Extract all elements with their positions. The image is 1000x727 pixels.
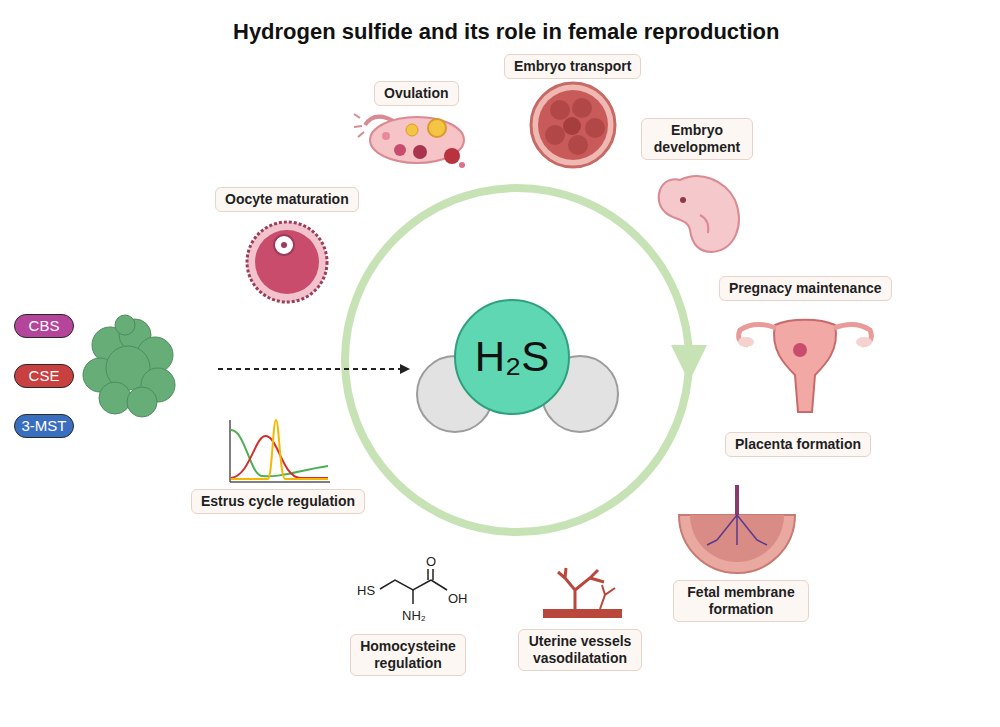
node-text: Placenta formation [735, 436, 861, 453]
blastocyst-icon [531, 83, 615, 167]
homocysteine-bonds-part [431, 580, 447, 590]
blastocyst-icon-part [538, 90, 608, 160]
protein-blob-part [127, 387, 157, 417]
node-text: Oocyte maturation [225, 191, 349, 208]
node-text: Embryo transport [514, 58, 631, 75]
diagram-title: Hydrogen sulfide and its role in female … [233, 19, 779, 45]
ovary-icon-part [394, 144, 406, 156]
ovary-icon-part [406, 124, 418, 136]
hormone-chart-part [230, 481, 330, 483]
vessel-icon-part [558, 568, 604, 609]
uterus-icon-part [793, 343, 807, 357]
homocysteine-bonds-part [427, 569, 429, 580]
node-text: Embryo development [651, 122, 743, 156]
atom-label: O [426, 554, 436, 569]
homocysteine-bonds-part [412, 590, 414, 604]
oocyte-icon-part [274, 235, 294, 255]
protein-blob-part [115, 315, 135, 335]
process-label-box: Embryo development [641, 118, 753, 160]
process-label-box: Uterine vessels vasodilatation [518, 629, 642, 671]
uterus-icon-part [774, 320, 836, 412]
embryo-icon-part [680, 197, 686, 203]
vessel-icon [543, 568, 622, 618]
node-text: Uterine vessels vasodilatation [528, 633, 632, 667]
protein-blob [83, 315, 175, 417]
protein-blob-part [99, 382, 131, 414]
uterus-icon-part [738, 337, 754, 347]
enzyme-pill: CBS [14, 314, 74, 338]
blastocyst-icon-part [531, 83, 615, 167]
process-label-box: Ovulation [374, 81, 459, 106]
hormone-chart [230, 420, 330, 482]
homocysteine-bonds-part [432, 569, 434, 580]
cycle-ring-part [345, 188, 689, 532]
dashed-arrow-part [400, 364, 410, 374]
placenta-icon-part [707, 515, 767, 545]
blastocyst-icon-part [550, 100, 570, 120]
node-text: Pregnacy maintenance [729, 280, 882, 297]
node-text: Homocysteine regulation [360, 638, 456, 672]
enzyme-pill: CSE [14, 364, 74, 388]
embryo-icon [659, 176, 739, 252]
blastocyst-icon-part [545, 125, 565, 145]
oocyte-icon-part [281, 242, 287, 248]
uterus-icon [738, 320, 872, 412]
blastocyst-icon-part [572, 98, 592, 118]
ovary-icon [354, 114, 465, 168]
homocysteine-bonds-part [380, 580, 431, 590]
process-label-box: Estrus cycle regulation [191, 489, 365, 514]
atom-label: NH₂ [402, 608, 426, 623]
node-text: Ovulation [384, 85, 449, 102]
process-label-box: Placenta formation [725, 432, 871, 457]
atom-label: HS [357, 583, 375, 598]
atom-label: OH [448, 591, 468, 606]
ovary-icon-part [382, 132, 390, 140]
oocyte-icon-part [247, 222, 327, 302]
process-label-box: Pregnacy maintenance [719, 276, 892, 301]
ovary-icon-part [413, 145, 427, 159]
vessel-icon-part [600, 585, 615, 609]
ovary-icon-part [428, 119, 446, 137]
dashed-arrow [218, 364, 410, 374]
ovary-icon-part [370, 117, 464, 163]
node-text: H₂S [475, 333, 550, 381]
process-label-box: Homocysteine regulation [350, 634, 466, 676]
placenta-icon-part [690, 515, 784, 562]
vessel-icon-part [543, 609, 622, 618]
process-label-box: Embryo transport [504, 54, 641, 79]
blastocyst-icon-part [568, 135, 588, 155]
node-text: 3-MST [21, 415, 67, 437]
cycle-ring-part [671, 345, 707, 382]
hormone-chart-part [229, 420, 231, 482]
node-text: Fetal membrane formation [683, 584, 799, 618]
embryo-icon-part [700, 215, 708, 233]
hormone-chart-part [231, 420, 328, 479]
node-text: Estrus cycle regulation [201, 493, 355, 510]
ovary-icon-part [444, 148, 460, 164]
placenta-icon-part [679, 515, 795, 573]
placenta-icon-part [735, 485, 739, 515]
node-text: CBS [21, 315, 67, 337]
oocyte-icon-part [255, 230, 319, 294]
molecule-circle: H₂S [453, 298, 571, 416]
ovary-icon-part [354, 114, 364, 137]
ovary-icon-part [459, 162, 465, 168]
cycle-ring [345, 188, 707, 532]
process-label-box: Fetal membrane formation [673, 580, 809, 622]
enzyme-pill: 3-MST [14, 414, 74, 438]
blastocyst-icon-part [563, 117, 581, 135]
oocyte-icon [247, 222, 327, 302]
sulfur-atom [455, 300, 569, 414]
uterus-icon-part [856, 337, 872, 347]
blastocyst-icon-part [585, 118, 605, 138]
embryo-icon-part [659, 176, 739, 252]
process-label-box: Oocyte maturation [215, 187, 359, 212]
node-text: CSE [21, 365, 67, 387]
homocysteine-bonds [380, 569, 447, 604]
dashed-arrow-part [218, 368, 400, 370]
placenta-icon [679, 485, 795, 573]
